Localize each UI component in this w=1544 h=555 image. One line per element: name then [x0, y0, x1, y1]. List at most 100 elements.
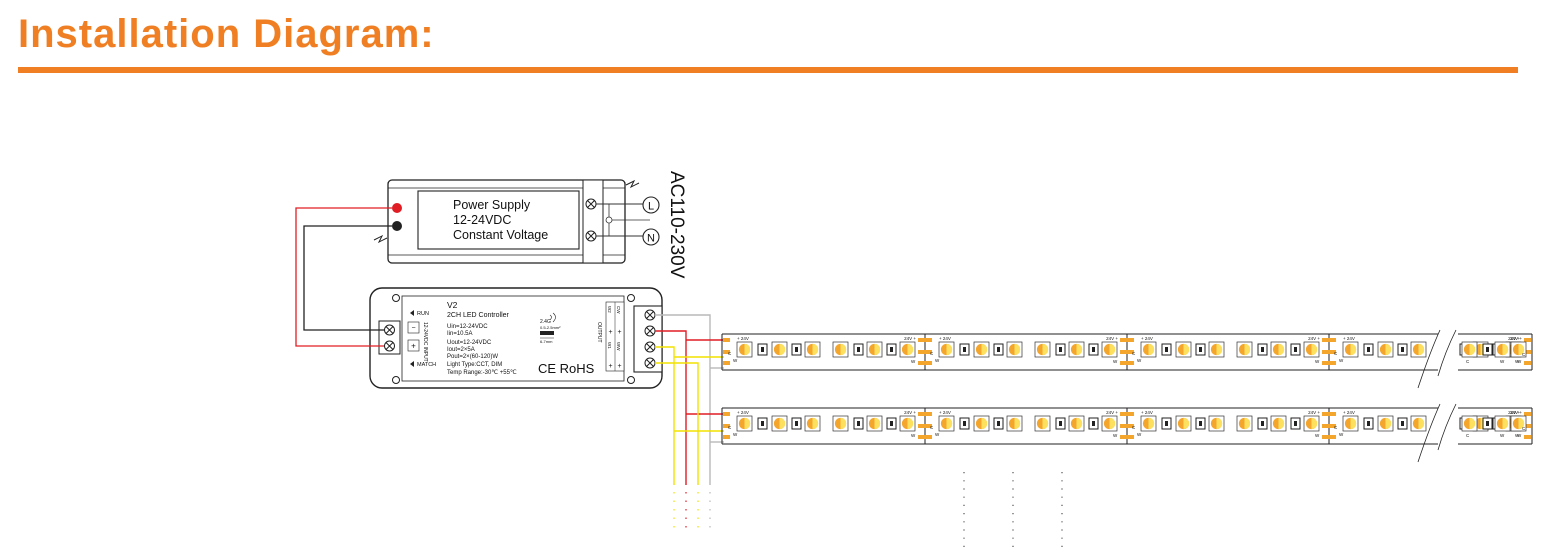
resistor — [963, 421, 966, 426]
resistor — [963, 347, 966, 352]
strip-v-end-label: 24V + — [904, 336, 916, 341]
solder-pad — [925, 412, 932, 416]
strip-c-label: C — [1466, 433, 1470, 438]
solder-pad — [1524, 412, 1531, 416]
solder-pad — [925, 350, 932, 354]
led-chip — [1014, 417, 1021, 430]
strip-c-label: C — [1522, 426, 1526, 431]
strip-w-label: W — [1339, 432, 1344, 437]
led-chip — [1042, 343, 1049, 356]
spec-iout: Iout=2×5A — [447, 347, 475, 353]
ps-positive-terminal — [392, 203, 402, 213]
solder-pad — [1127, 361, 1134, 365]
solder-pad — [1524, 361, 1531, 365]
title-underline — [18, 67, 1518, 73]
spec-uout: Uout=12-24VDC — [447, 340, 492, 346]
run-label: RUN — [417, 311, 429, 317]
strip-v-plus-label: + 24V — [1343, 336, 1355, 341]
strip-v-end-label: 24V + — [1510, 410, 1522, 415]
solder-pad — [1322, 424, 1329, 428]
led-chip — [1469, 417, 1476, 430]
led-chip — [1311, 343, 1318, 356]
solder-pad — [918, 338, 925, 342]
solder-pad — [1127, 412, 1134, 416]
solder-pad — [1127, 338, 1134, 342]
solder-pad — [1329, 350, 1336, 354]
led-chip — [1502, 417, 1509, 430]
strip-w-label: W — [1113, 359, 1118, 364]
strip-v-end-label: 24V + — [1510, 336, 1522, 341]
out-w2-label: W2 — [607, 306, 612, 313]
led-chip — [779, 343, 786, 356]
continuation-dots — [963, 472, 1063, 552]
page-title: Installation Diagram: — [18, 12, 435, 56]
led-chip — [1469, 343, 1476, 356]
resistor — [997, 421, 1000, 426]
solder-pad — [1524, 424, 1531, 428]
power-supply: Power Supply 12-24VDC Constant Voltage L… — [373, 171, 687, 279]
match-label: MATCH — [417, 362, 436, 368]
svg-text:+: + — [608, 329, 612, 336]
strip-c-label: C — [1522, 352, 1526, 357]
led-chip — [1278, 417, 1285, 430]
solder-pad — [918, 424, 925, 428]
solder-pad — [1329, 412, 1336, 416]
strip-v-plus-label: + 24V — [1343, 410, 1355, 415]
led-chip — [946, 343, 953, 356]
strip-w-label: W — [1515, 433, 1520, 438]
solder-pad — [918, 412, 925, 416]
led-chip — [1216, 417, 1223, 430]
solder-pad — [918, 361, 925, 365]
strip-v-end-label: 24V + — [1106, 336, 1118, 341]
strip-v-plus-label: + 24V — [939, 410, 951, 415]
strip-w-label: W — [1137, 358, 1142, 363]
certification-marks: CE RoHS — [538, 361, 595, 376]
led-chip — [1244, 417, 1251, 430]
led-chip — [1518, 417, 1525, 430]
strip-v-end-label: 24V + — [1308, 336, 1320, 341]
power-supply-line1: Power Supply — [453, 198, 531, 212]
strip-w-label: W — [1315, 359, 1320, 364]
strip-w-label: W — [1339, 358, 1344, 363]
strip-c-label: C — [1132, 425, 1136, 430]
output-screws — [644, 309, 656, 369]
strip-w-label: W — [1515, 359, 1520, 364]
strip-length: 6-7mm — [540, 339, 553, 344]
solder-pad — [1524, 435, 1531, 439]
resistor — [1261, 347, 1264, 352]
rf-label: 2.4G — [540, 319, 551, 325]
solder-pad — [1329, 424, 1336, 428]
strip-v-end-label: 24V + — [1508, 410, 1520, 415]
output-label: OUTPUT — [596, 322, 602, 343]
led-chip — [840, 417, 847, 430]
strip-c-label: C — [1334, 351, 1338, 356]
solder-pad — [723, 350, 730, 354]
resistor — [857, 421, 860, 426]
led-chip — [1311, 417, 1318, 430]
strip-break — [1437, 329, 1457, 377]
strip-w-label: W — [1137, 432, 1142, 437]
led-chip — [1148, 343, 1155, 356]
strip-v-end-label: 24V + — [1308, 410, 1320, 415]
spec-light-type: Light Type:CCT, DIM — [447, 362, 502, 368]
solder-pad — [1524, 350, 1531, 354]
solder-pad — [1120, 350, 1127, 354]
spec-pout: Pout=2×(60-120)W — [447, 354, 498, 360]
solder-pad — [1322, 350, 1329, 354]
strip-c-label: C — [1466, 359, 1470, 364]
out-w1-label: W1 — [607, 342, 612, 349]
solder-pad — [1329, 435, 1336, 439]
led-chip — [744, 417, 751, 430]
resistor — [795, 347, 798, 352]
resistor — [857, 347, 860, 352]
solder-pad — [1524, 338, 1531, 342]
resistor — [1367, 421, 1370, 426]
strip-w-label: W — [1500, 359, 1505, 364]
wire-gauge: 0.5-2.5mm² — [540, 325, 561, 330]
solder-pad — [925, 424, 932, 428]
strip-w-label: W — [1517, 433, 1522, 438]
led-chip — [779, 417, 786, 430]
strip-c-label: C — [1334, 425, 1338, 430]
resistor — [1261, 421, 1264, 426]
